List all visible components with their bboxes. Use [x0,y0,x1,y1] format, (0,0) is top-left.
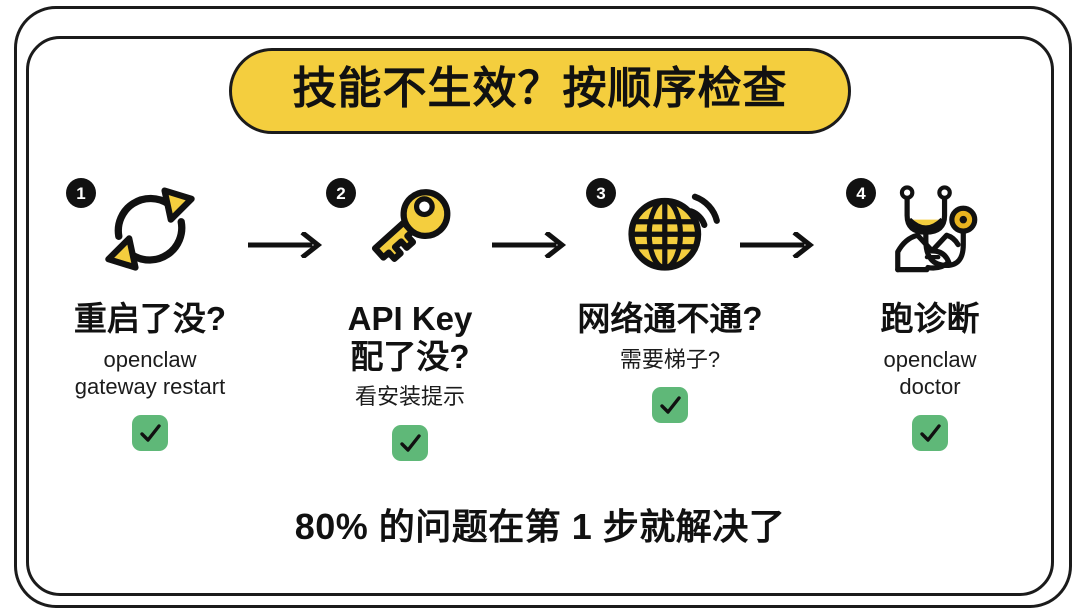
arrow-step-1-to-2 [248,232,326,258]
step-4-title: 跑诊断 [880,300,980,337]
step-4-number-badge: 4 [846,178,876,208]
step-1-number-badge: 1 [66,178,96,208]
step-4-check-badge [912,414,948,451]
step-1-check-badge [132,414,168,451]
step-2-subtitle: 看安装提示 [354,384,465,410]
step-4: 4 跑诊断 openclaw docto [832,172,1028,451]
step-2-icon-row: 2 [312,172,508,284]
step-3-icon-row: 3 [572,172,768,284]
step-3: 3 网络通不通? 需要梯子? [572,172,768,424]
step-2-title: API Key 配了没? [347,300,473,375]
step-4-subtitle: openclaw doctor [883,346,977,400]
step-2-check-badge [392,424,428,461]
steps-row: 1 重启了没? openclaw gateway restart 2 [52,172,1028,461]
step-2-number-badge: 2 [326,178,356,208]
check-icon [140,423,161,442]
step-2: 2 API Key 配了没? 看安装提示 [312,172,508,461]
page-title: 技能不生效？按顺序检查 [292,64,788,113]
check-icon [920,423,941,442]
globe-wifi-icon [628,193,720,271]
title-pill: 技能不生效？按顺序检查 [229,48,851,134]
step-3-check-badge [652,387,688,424]
step-3-title: 网络通不通? [577,300,763,337]
footer-summary: 80% 的问题在第 1 步就解决了 [294,506,786,547]
step-3-subtitle: 需要梯子? [619,346,721,372]
arrow-step-3-to-4 [740,232,818,258]
step-1-icon-row: 1 [52,172,248,284]
step-3-number-badge: 3 [586,178,616,208]
step-4-icon-row: 4 [832,172,1028,284]
arrow-step-2-to-3 [492,232,570,258]
step-1-subtitle: openclaw gateway restart [74,346,226,400]
step-1: 1 重启了没? openclaw gateway restart [52,172,248,451]
stethoscope-doctor-icon [895,185,978,273]
key-icon [371,189,451,262]
check-icon [400,434,421,452]
step-1-title: 重启了没? [73,300,227,337]
check-icon [660,396,681,414]
refresh-icon [105,187,195,271]
